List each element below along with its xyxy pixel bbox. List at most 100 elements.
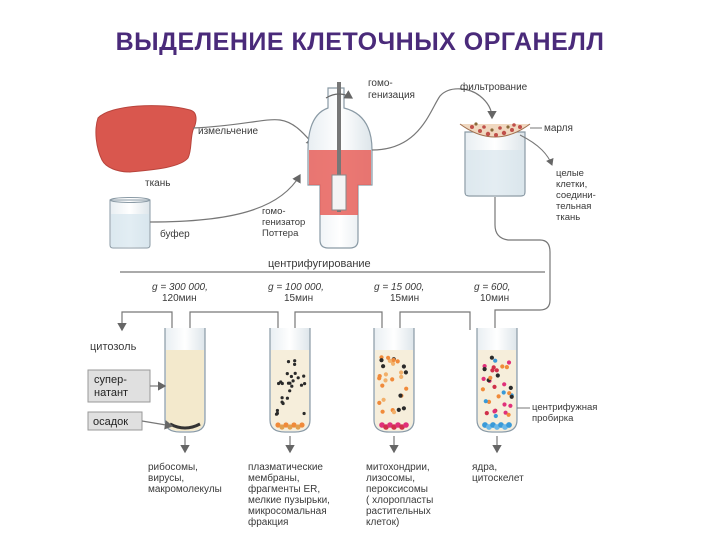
- particle: [391, 357, 396, 363]
- fraction-1-label: рибосомы, вирусы, макромолекулы: [148, 461, 222, 495]
- potter-line-2: генизатор: [262, 217, 305, 228]
- particle: [495, 373, 500, 378]
- particle: [507, 391, 512, 396]
- particle: [295, 424, 301, 430]
- whole-cells-3: соедини-: [556, 190, 596, 201]
- particle: [377, 376, 382, 381]
- whole-cells-4: тельная: [556, 201, 591, 212]
- svg-text:плазматические: плазматические: [248, 462, 323, 473]
- particle: [386, 355, 391, 360]
- particle: [285, 372, 289, 376]
- particle: [293, 359, 297, 363]
- particle: [398, 393, 403, 398]
- whole-cells-2: клетки,: [556, 179, 587, 190]
- page-title: ВЫДЕЛЕНИЕ КЛЕТОЧНЫХ ОРГАНЕЛЛ: [115, 28, 605, 56]
- svg-text:макромолекулы: макромолекулы: [148, 484, 222, 495]
- potter-homogenizer: [307, 82, 373, 249]
- fraction-2-label: плазматические мембраны, фрагменты ER, м…: [248, 462, 330, 528]
- particle: [302, 374, 306, 378]
- particle: [492, 409, 497, 414]
- particle: [493, 413, 498, 419]
- particle: [288, 389, 292, 393]
- particle: [508, 385, 513, 390]
- particle: [285, 396, 289, 400]
- particle: [486, 399, 492, 404]
- svg-text:митохондрии,: митохондрии,: [366, 462, 430, 473]
- speed-2-time: 15мин: [284, 293, 313, 304]
- pellet-label: осадок: [93, 416, 128, 428]
- particle: [401, 364, 406, 369]
- particle: [280, 396, 284, 400]
- particle: [502, 382, 507, 387]
- particle: [482, 364, 487, 369]
- particle: [286, 360, 291, 364]
- gauze-label: марля: [544, 123, 573, 134]
- svg-text:фракция: фракция: [248, 516, 288, 528]
- particle: [286, 381, 291, 385]
- particle: [275, 422, 281, 428]
- particle: [395, 359, 400, 364]
- supernatant-box: [87, 369, 151, 403]
- particle: [484, 411, 489, 416]
- speed-3-time: 15мин: [390, 293, 419, 304]
- speed-4-g: g = 600,: [474, 282, 510, 293]
- particle: [380, 409, 385, 414]
- svg-text:клеток): клеток): [366, 517, 399, 528]
- particle: [391, 361, 396, 366]
- potter-line-1: гомо-: [262, 206, 286, 217]
- mincing-label: измельчение: [198, 126, 259, 137]
- tube-4: [476, 328, 518, 433]
- particle: [299, 422, 305, 428]
- buffer-label: буфер: [160, 228, 190, 240]
- particle: [287, 424, 293, 430]
- liver-tissue: [95, 105, 197, 173]
- particle: [506, 360, 512, 365]
- tube-particles: [274, 355, 514, 430]
- tube-1: [164, 328, 206, 433]
- svg-text:рибосомы,: рибосомы,: [148, 461, 198, 473]
- particle: [383, 372, 388, 377]
- supernatant-line-1: супер-: [94, 374, 127, 386]
- svg-text:микросомальная: микросомальная: [248, 506, 327, 517]
- particle: [506, 422, 512, 428]
- particle: [279, 424, 285, 430]
- particle: [504, 365, 509, 370]
- particle: [506, 412, 511, 417]
- tube-2: [269, 328, 311, 433]
- homogenization-line-2: генизация: [368, 90, 415, 101]
- particle: [508, 403, 513, 408]
- particle: [377, 400, 382, 405]
- particle: [279, 380, 283, 384]
- particle: [404, 386, 409, 391]
- potter-line-3: Поттера: [262, 228, 299, 239]
- filter-beaker: [459, 122, 531, 197]
- svg-text:цитоскелет: цитоскелет: [472, 473, 524, 484]
- buffer-beaker: [109, 197, 151, 249]
- particle: [281, 401, 285, 406]
- particle: [399, 370, 404, 375]
- particle: [290, 384, 294, 388]
- particle: [509, 394, 514, 399]
- particle: [483, 399, 488, 404]
- particle: [291, 422, 297, 428]
- particle: [399, 374, 404, 379]
- svg-text:пероксисомы: пероксисомы: [366, 484, 428, 495]
- particle: [275, 411, 279, 415]
- particle: [275, 408, 279, 413]
- particle: [303, 382, 307, 386]
- particle: [293, 362, 297, 366]
- particle: [381, 397, 386, 402]
- particle: [480, 387, 485, 392]
- particle: [390, 377, 395, 382]
- particle: [494, 368, 499, 373]
- speed-1-g: g = 300 000,: [152, 282, 208, 293]
- particle: [396, 407, 401, 412]
- particle: [379, 355, 384, 360]
- particle: [379, 358, 384, 363]
- svg-text:лизосомы,: лизосомы,: [366, 473, 415, 484]
- centrifugation-label: центрифугирование: [268, 258, 371, 270]
- particle: [299, 383, 304, 387]
- speed-3-g: g = 15 000,: [374, 282, 424, 293]
- homogenization-line-1: гомо-: [368, 78, 393, 89]
- tissue-label: ткань: [145, 178, 170, 189]
